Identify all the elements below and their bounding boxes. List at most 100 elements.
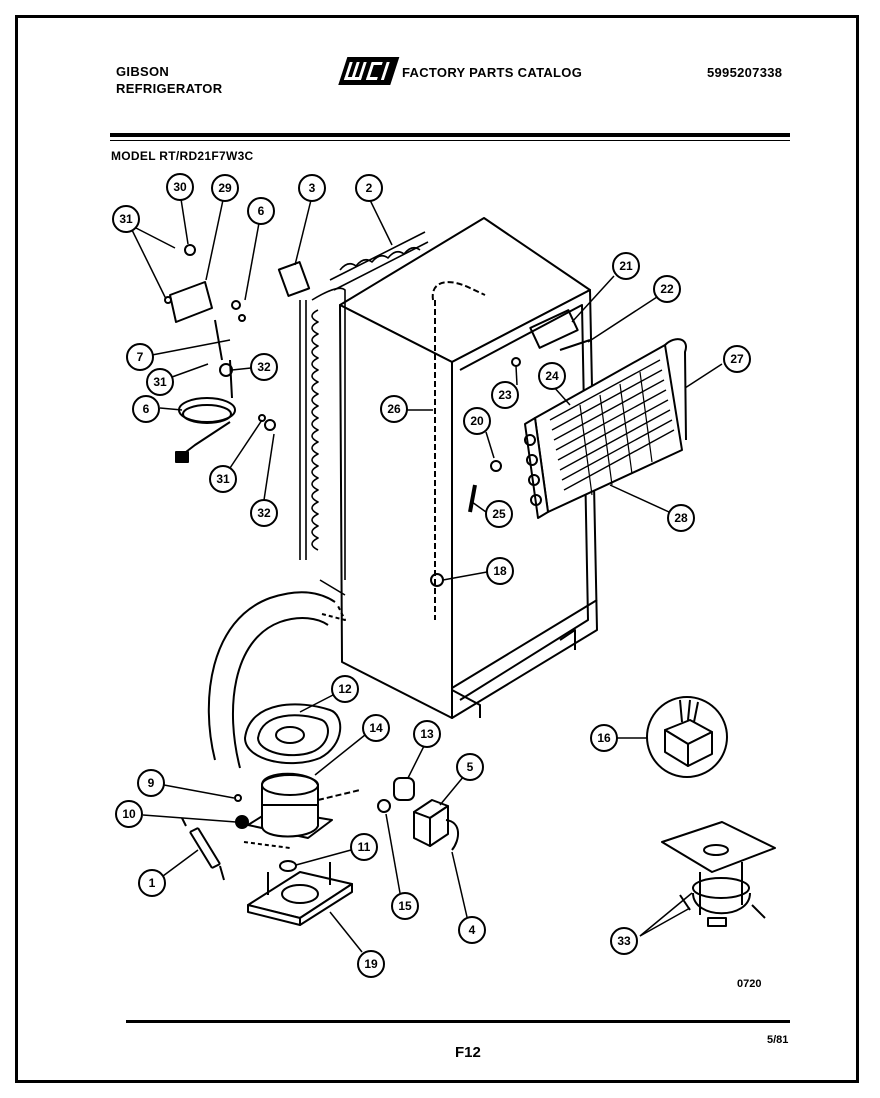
part-33-mount-drawing bbox=[661, 821, 776, 927]
svg-text:13: 13 bbox=[420, 727, 434, 741]
product-type: REFRIGERATOR bbox=[116, 81, 223, 96]
callout-14: 14 bbox=[362, 714, 390, 742]
drain-pan-drawing bbox=[244, 703, 342, 765]
leader-lines bbox=[131, 198, 723, 953]
svg-text:21: 21 bbox=[619, 259, 633, 273]
svg-text:28: 28 bbox=[674, 511, 688, 525]
svg-text:31: 31 bbox=[119, 212, 133, 226]
callout-20: 20 bbox=[463, 407, 491, 435]
svg-text:11: 11 bbox=[358, 840, 371, 854]
callout-32: 32 bbox=[250, 499, 278, 527]
callout-11: 11 bbox=[350, 833, 378, 861]
evaporator-drawing bbox=[524, 338, 687, 519]
part-5-drawing bbox=[413, 799, 449, 847]
callout-31: 31 bbox=[209, 465, 237, 493]
page-code: F12 bbox=[455, 1044, 481, 1061]
svg-text:6: 6 bbox=[143, 402, 150, 416]
catalog-title: FACTORY PARTS CATALOG bbox=[402, 65, 583, 80]
svg-text:23: 23 bbox=[498, 388, 512, 402]
callout-32: 32 bbox=[250, 353, 278, 381]
callout-26: 26 bbox=[380, 395, 408, 423]
footer-rule bbox=[126, 1020, 790, 1023]
callout-16: 16 bbox=[590, 724, 618, 752]
page-frame bbox=[15, 15, 859, 1083]
brand-name: GIBSON bbox=[116, 64, 170, 79]
callout-7: 7 bbox=[126, 343, 154, 371]
compressor-base-drawing bbox=[247, 862, 353, 926]
callout-23: 23 bbox=[491, 381, 519, 409]
callout-10: 10 bbox=[115, 800, 143, 828]
callout-19: 19 bbox=[357, 950, 385, 978]
svg-text:32: 32 bbox=[257, 506, 271, 520]
callout-25: 25 bbox=[485, 500, 513, 528]
callout-5: 5 bbox=[456, 753, 484, 781]
part-25-drawing bbox=[468, 484, 477, 513]
callout-22: 22 bbox=[653, 275, 681, 303]
svg-text:15: 15 bbox=[398, 899, 412, 913]
callout-33: 33 bbox=[610, 927, 638, 955]
svg-text:2: 2 bbox=[366, 181, 373, 195]
compressor-drawing bbox=[243, 772, 361, 849]
svg-text:16: 16 bbox=[597, 731, 611, 745]
svg-text:5: 5 bbox=[467, 760, 474, 774]
callout-2: 2 bbox=[355, 174, 383, 202]
callout-12: 12 bbox=[331, 675, 359, 703]
part-20-drawing bbox=[490, 460, 502, 472]
svg-text:20: 20 bbox=[470, 414, 484, 428]
cabinet-drawing bbox=[339, 217, 598, 719]
callout-24: 24 bbox=[538, 362, 566, 390]
part-15-drawing bbox=[377, 799, 391, 813]
callout-15: 15 bbox=[391, 892, 419, 920]
svg-text:24: 24 bbox=[545, 369, 559, 383]
svg-text:14: 14 bbox=[369, 721, 383, 735]
svg-text:6: 6 bbox=[258, 204, 265, 218]
svg-text:26: 26 bbox=[387, 402, 401, 416]
svg-text:18: 18 bbox=[493, 564, 507, 578]
svg-text:31: 31 bbox=[153, 375, 167, 389]
catalog-date: 5/81 bbox=[767, 1034, 789, 1046]
callout-29: 29 bbox=[211, 174, 239, 202]
callout-3: 3 bbox=[298, 174, 326, 202]
svg-text:7: 7 bbox=[137, 350, 144, 364]
callout-27: 27 bbox=[723, 345, 751, 373]
callout-31: 31 bbox=[146, 368, 174, 396]
callout-13: 13 bbox=[413, 720, 441, 748]
svg-text:22: 22 bbox=[660, 282, 674, 296]
svg-text:4: 4 bbox=[469, 923, 476, 937]
callout-9: 9 bbox=[137, 769, 165, 797]
part-9-drawing bbox=[234, 794, 242, 802]
callout-18: 18 bbox=[486, 557, 514, 585]
svg-text:29: 29 bbox=[218, 181, 232, 195]
part-10-drawing bbox=[235, 815, 249, 829]
callout-6: 6 bbox=[247, 197, 275, 225]
catalog-number: 5995207338 bbox=[707, 65, 783, 80]
callout-1: 1 bbox=[138, 869, 166, 897]
drawing-number: 0720 bbox=[737, 978, 762, 990]
callout-28: 28 bbox=[667, 504, 695, 532]
header-rule-thick bbox=[110, 133, 790, 137]
suction-line-drawing bbox=[207, 591, 336, 769]
callout-30: 30 bbox=[166, 173, 194, 201]
svg-text:32: 32 bbox=[257, 360, 271, 374]
svg-text:10: 10 bbox=[122, 807, 136, 821]
svg-text:27: 27 bbox=[730, 352, 744, 366]
condenser-coil-drawing bbox=[299, 231, 429, 596]
callout-21: 21 bbox=[612, 252, 640, 280]
svg-text:30: 30 bbox=[173, 180, 187, 194]
callout-31: 31 bbox=[112, 205, 140, 233]
svg-text:31: 31 bbox=[216, 472, 230, 486]
svg-text:1: 1 bbox=[149, 876, 156, 890]
header-rule-thin bbox=[110, 140, 790, 141]
wci-logo bbox=[338, 57, 400, 85]
svg-text:25: 25 bbox=[492, 507, 506, 521]
callout-6: 6 bbox=[132, 395, 160, 423]
part-4-drawing bbox=[445, 819, 459, 851]
model-number: MODEL RT/RD21F7W3C bbox=[111, 149, 254, 163]
svg-text:3: 3 bbox=[309, 181, 316, 195]
drier-drawing bbox=[189, 827, 221, 869]
drain-tube-drawing bbox=[431, 281, 486, 301]
part-11-drawing bbox=[279, 860, 297, 872]
svg-text:9: 9 bbox=[148, 776, 155, 790]
svg-text:12: 12 bbox=[338, 682, 352, 696]
